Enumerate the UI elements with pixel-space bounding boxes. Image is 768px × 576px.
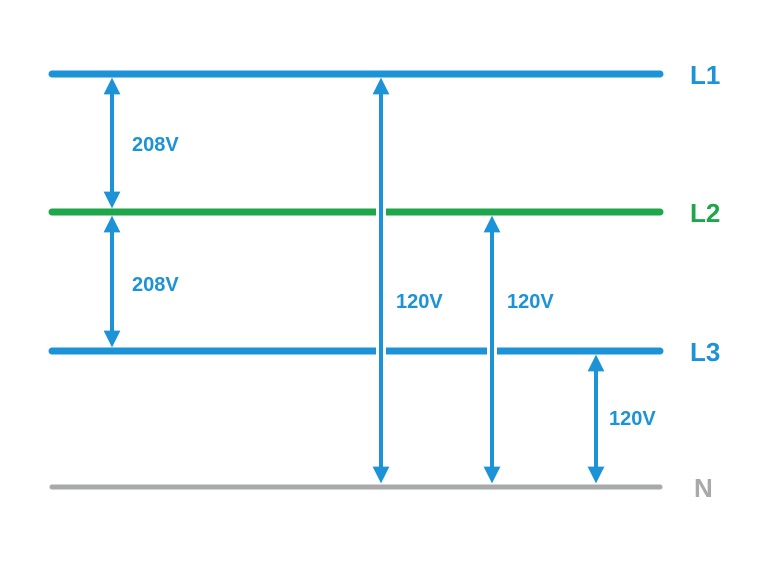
label-l1: L1 [690, 60, 720, 90]
voltage-label-l1-l2: 208V [132, 134, 179, 156]
voltage-label-l2-l3: 208V [132, 274, 179, 296]
voltage-label-l1-n: 120V [396, 291, 443, 313]
voltage-label-l2-n: 120V [507, 291, 554, 313]
label-n: N [694, 473, 713, 503]
label-l3: L3 [690, 337, 720, 367]
voltage-label-l3-n: 120V [609, 408, 656, 430]
label-l2: L2 [690, 198, 720, 228]
